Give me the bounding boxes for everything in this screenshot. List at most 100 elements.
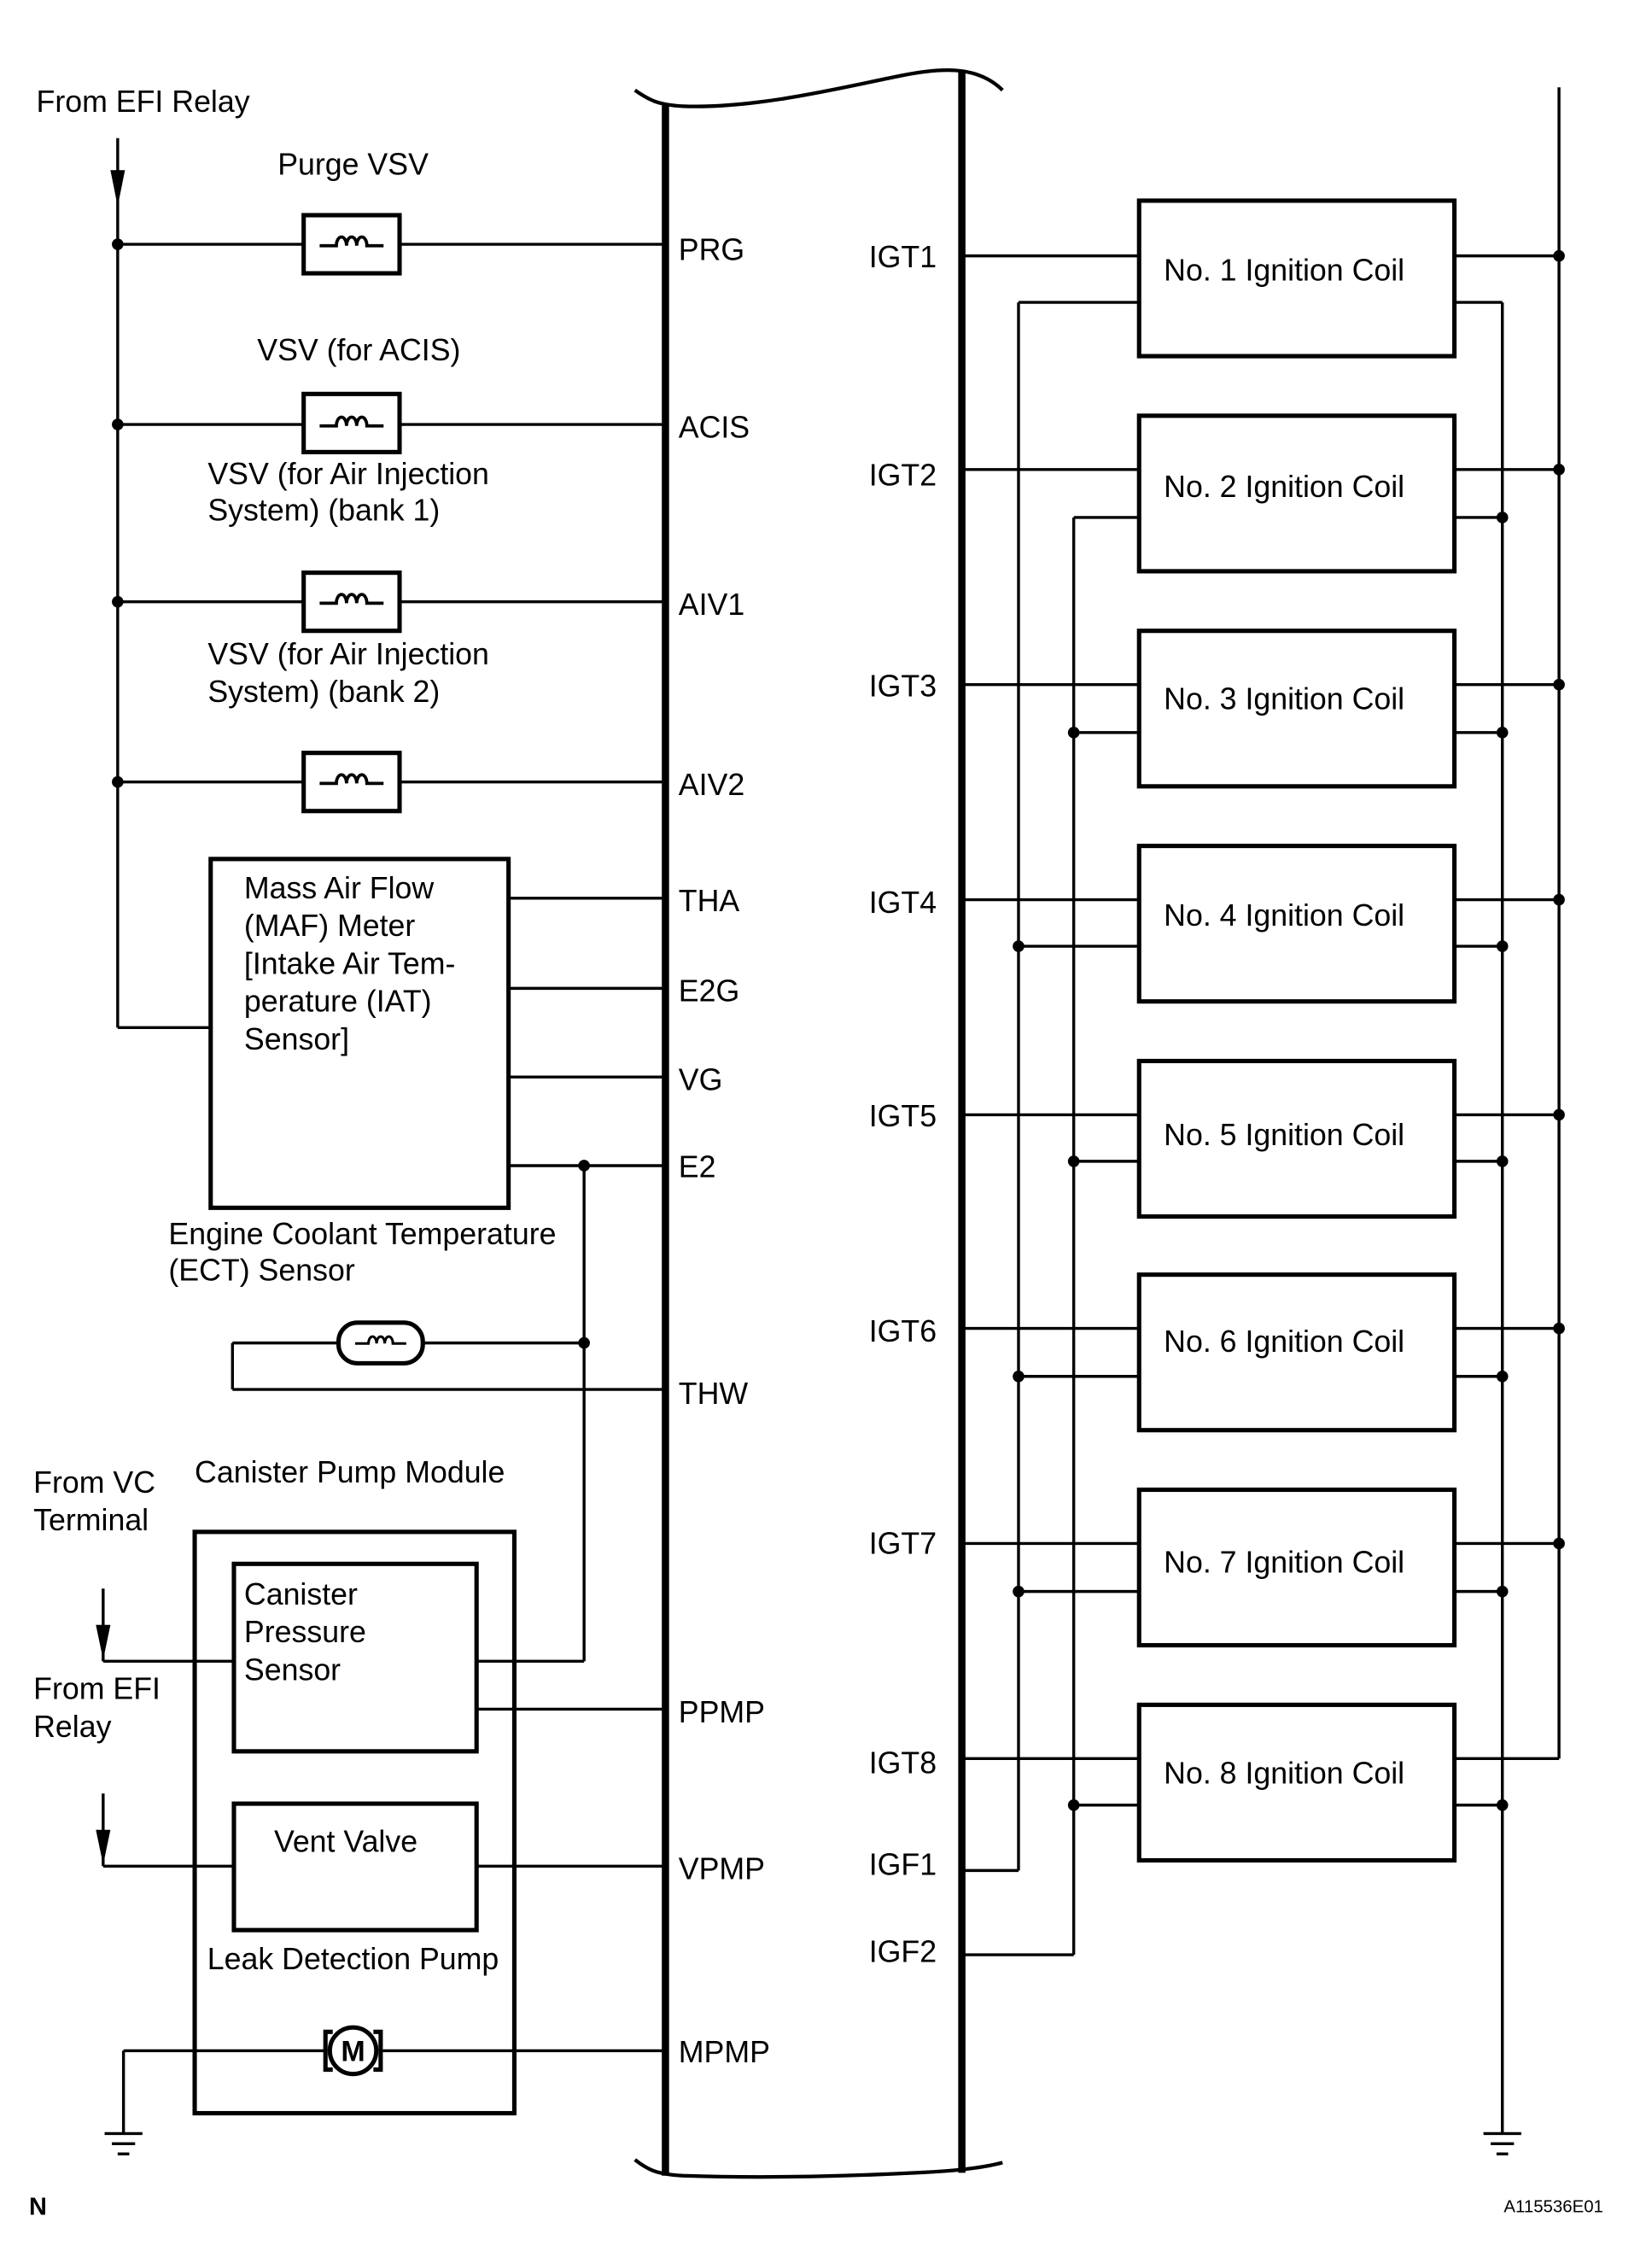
terminal-aiv2: AIV2 [679, 768, 744, 802]
splice-dot [1553, 249, 1565, 262]
motor-bracket-left [323, 2029, 333, 2073]
terminal-ppmp: PPMP [679, 1695, 765, 1729]
splice-dot [1067, 1155, 1080, 1167]
ground-icon [104, 2131, 143, 2155]
aiv1-label-line1: VSV (for Air Injection [207, 457, 489, 491]
splice-dot [1496, 1798, 1509, 1811]
splice-dot [578, 1336, 590, 1349]
splice-dot [1553, 464, 1565, 476]
ignition-coil-label: No. 4 Ignition Coil [1164, 898, 1404, 933]
vent-valve-label: Vent Valve [274, 1824, 417, 1858]
maf-meter: Mass Air Flow (MAF) Meter [Intake Air Te… [208, 857, 740, 1662]
terminal-vpmp: VPMP [679, 1852, 765, 1886]
vc-source-label-line1: From VC [33, 1465, 155, 1500]
splice-dot [1496, 1370, 1509, 1383]
terminal-igt7: IGT7 [869, 1526, 937, 1560]
efi-source-label-line1: From EFI [33, 1672, 161, 1706]
motor-icon [327, 2025, 379, 2077]
pressure-sensor-label-line3: Sensor [244, 1652, 341, 1687]
purge-vsv-box [301, 213, 402, 276]
terminal-tha: THA [679, 884, 740, 918]
canister-pressure-sensor-box [231, 1561, 479, 1754]
arrow-down-icon [96, 1829, 111, 1865]
splice-dot [1067, 727, 1080, 739]
ignition-coil-box [1136, 198, 1457, 359]
terminal-igf2: IGF2 [869, 1935, 937, 1969]
leak-detection-pump-label: Leak Detection Pump [207, 1942, 499, 1976]
acis-vsv-box [301, 391, 402, 454]
pressure-sensor-label-line2: Pressure [244, 1615, 366, 1649]
ignition-coil-label: No. 7 Ignition Coil [1164, 1546, 1404, 1580]
splice-dot [1496, 940, 1509, 952]
vc-source-label-line2: Terminal [33, 1503, 149, 1537]
terminal-thw: THW [679, 1377, 749, 1411]
ignition-coil-1: IGT1 No. 1 Ignition Coil [869, 198, 1565, 359]
canister-pump-module-box [192, 1529, 517, 2116]
terminal-e2: E2 [679, 1150, 716, 1184]
efi-source-label-line2: Relay [33, 1710, 111, 1744]
pressure-sensor-label-line1: Canister [244, 1577, 358, 1611]
canister-pump-module-title: Canister Pump Module [195, 1455, 505, 1489]
terminal-igt3: IGT3 [869, 669, 937, 703]
terminal-igt2: IGT2 [869, 459, 937, 493]
ignition-coil-label: No. 5 Ignition Coil [1164, 1118, 1404, 1152]
solenoid-coil-icon [318, 235, 386, 248]
splice-dot [1553, 1537, 1565, 1550]
purge-vsv-label: Purge VSV [277, 147, 429, 181]
splice-dot [1553, 893, 1565, 906]
figure-code: A115536E01 [1503, 2197, 1603, 2216]
maf-label-line1: Mass Air Flow [244, 871, 434, 905]
ect-label-line2: (ECT) Sensor [168, 1253, 354, 1287]
ignition-rails: IGF1 IGF2 [869, 87, 1561, 2155]
ignition-coil-4: IGT4 No. 4 Ignition Coil [869, 844, 1565, 1004]
thermistor-icon [353, 1335, 408, 1345]
solenoid-coil-icon [318, 773, 386, 786]
terminal-e2g: E2G [679, 974, 739, 1009]
splice-dot [1013, 1585, 1024, 1598]
ignition-coil-label: No. 3 Ignition Coil [1164, 682, 1404, 716]
aiv2-vsv-box [301, 751, 402, 814]
ignition-coil-box [1136, 1058, 1457, 1219]
ignition-coil-label: No. 1 Ignition Coil [1164, 254, 1404, 288]
ecu-connector-outline [633, 67, 1004, 2179]
splice-dot [1553, 1322, 1565, 1335]
ignition-coil-label: No. 8 Ignition Coil [1164, 1756, 1404, 1790]
motor-bracket-right [373, 2029, 383, 2073]
ignition-coil-box [1136, 1702, 1457, 1863]
ignition-coil-label: No. 2 Ignition Coil [1164, 470, 1404, 504]
aiv2-label-line2: System) (bank 2) [207, 675, 440, 709]
arrow-down-icon [110, 170, 126, 207]
ignition-coil-box [1136, 844, 1457, 1004]
acis-vsv-label: VSV (for ACIS) [257, 333, 460, 367]
terminal-aiv1: AIV1 [679, 588, 744, 622]
terminal-acis: ACIS [679, 410, 750, 444]
terminal-vg: VG [679, 1062, 723, 1096]
splice-dot [1496, 512, 1509, 523]
solenoid-coil-icon [318, 415, 386, 428]
acis-vsv: VSV (for ACIS) ACIS [117, 333, 750, 454]
ground-icon [1483, 2131, 1521, 2155]
solenoid-coil-icon [318, 593, 386, 605]
ignition-coil-box [1136, 629, 1457, 789]
efi-relay-feed: From EFI Relay [37, 85, 250, 1030]
motor-symbol-label: M [341, 2035, 365, 2067]
terminal-prg: PRG [679, 233, 744, 267]
ignition-coil-label: No. 6 Ignition Coil [1164, 1324, 1404, 1359]
ignition-coil-3: IGT3 No. 3 Ignition Coil [869, 629, 1565, 789]
aiv1-vsv-box [301, 570, 402, 634]
maf-label-line3: [Intake Air Tem- [244, 946, 455, 980]
ignition-coil-box [1136, 413, 1457, 574]
ignition-coil-2: IGT2 No. 2 Ignition Coil [869, 413, 1565, 574]
air-injection-vsv-bank2: VSV (for Air Injection System) (bank 2) … [117, 637, 744, 814]
ect-sensor: Engine Coolant Temperature (ECT) Sensor … [168, 1217, 748, 1411]
terminal-igt6: IGT6 [869, 1314, 937, 1348]
ecu-top-break-line [633, 67, 1004, 108]
air-injection-vsv-bank1: VSV (for Air Injection System) (bank 1) … [117, 457, 744, 634]
splice-dot [1013, 940, 1024, 952]
canister-pump-module: Canister Pump Module From VC Terminal Fr… [33, 1455, 770, 2155]
ecu-bottom-break-line [633, 2158, 1003, 2179]
ignition-coil-6: IGT6 No. 6 Ignition Coil [869, 1272, 1565, 1433]
splice-dot [1553, 1108, 1565, 1121]
maf-meter-box [208, 857, 511, 1210]
maf-label-line2: (MAF) Meter [244, 909, 416, 943]
